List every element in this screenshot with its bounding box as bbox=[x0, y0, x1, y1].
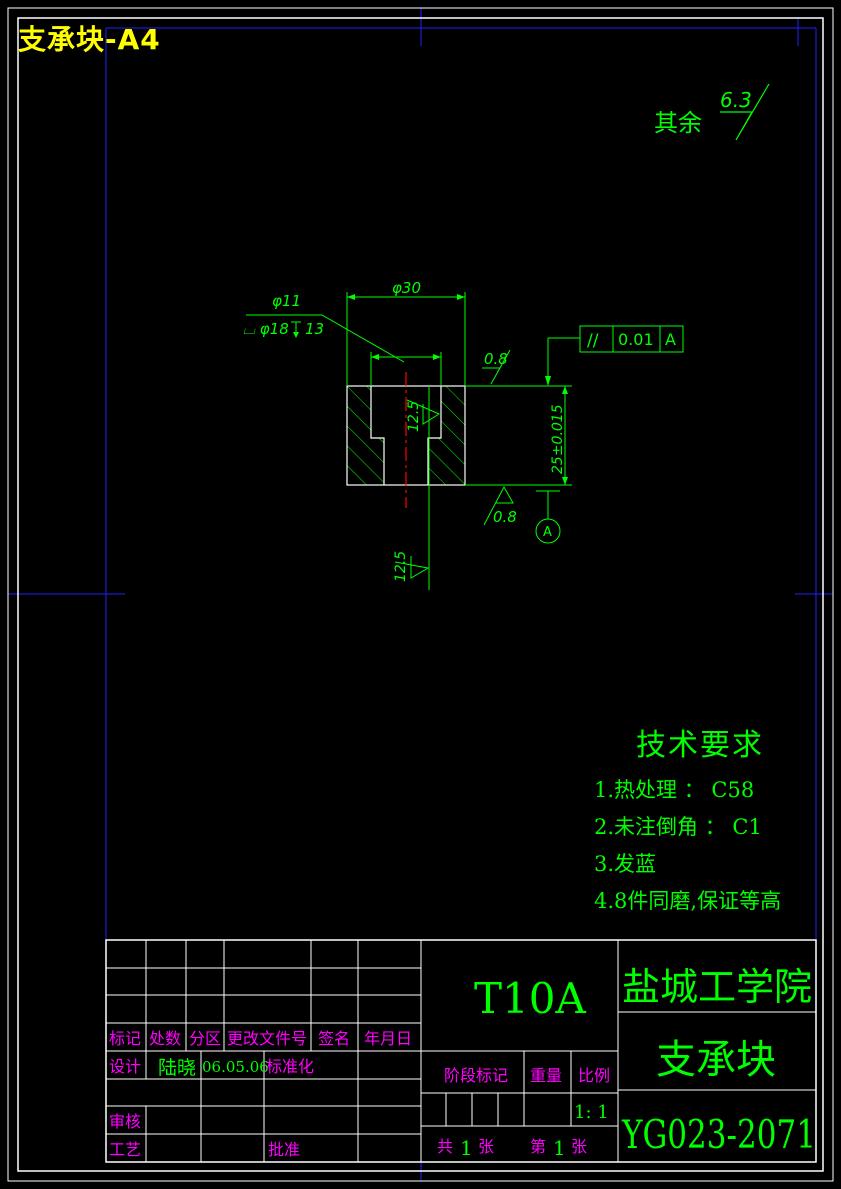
header-change-doc: 更改文件号 bbox=[227, 1029, 307, 1048]
part-section-view: φ30 φ11 ⌴ φ18 13 25±0.015 0.8 0.8 12.5 1… bbox=[243, 279, 684, 590]
header-count: 处数 bbox=[149, 1029, 181, 1048]
design-label: 设计 bbox=[109, 1057, 141, 1076]
sheet-no-suffix: 张 bbox=[571, 1137, 587, 1156]
title-block-text: 标记 处数 分区 更改文件号 签名 年月日 设计 陆晓 06.05.06 标准化… bbox=[109, 965, 816, 1160]
scale-label: 比例 bbox=[578, 1066, 610, 1085]
sheet-no: 1 bbox=[553, 1136, 566, 1160]
header-mark: 标记 bbox=[109, 1029, 141, 1048]
design-date: 06.05.06 bbox=[202, 1058, 269, 1076]
sheets-total: 1 bbox=[460, 1136, 473, 1160]
sheet-title: 支承块-A4 bbox=[18, 23, 161, 56]
material: T10A bbox=[474, 974, 586, 1023]
roughness-bottom: 0.8 bbox=[493, 508, 517, 526]
weight-label: 重量 bbox=[530, 1066, 562, 1085]
dim-height: 25±0.015 bbox=[550, 404, 566, 474]
tolerance-datum: A bbox=[665, 330, 676, 349]
datum-label: A bbox=[543, 525, 552, 540]
tolerance-value: 0.01 bbox=[618, 330, 654, 349]
sheets-total-prefix: 共 bbox=[437, 1137, 453, 1156]
requirement-item: 2.未注倒角 ： C1 bbox=[594, 815, 762, 839]
title-block bbox=[105, 939, 817, 1163]
general-roughness-label: 其余 bbox=[654, 109, 702, 137]
technical-requirements-title: 技术要求 bbox=[636, 728, 764, 763]
inner-border bbox=[17, 17, 824, 1172]
dim-hole-diameter: φ11 bbox=[272, 292, 301, 310]
roughness-top: 0.8 bbox=[484, 350, 508, 368]
general-roughness-value: 6.3 bbox=[720, 88, 752, 112]
sheets-total-suffix: 张 bbox=[478, 1137, 494, 1156]
header-date: 年月日 bbox=[364, 1029, 412, 1048]
standardization-label: 标准化 bbox=[266, 1057, 314, 1076]
roughness-side: 12.5 bbox=[393, 551, 409, 582]
header-zone: 分区 bbox=[189, 1029, 221, 1048]
dim-counterbore: ⌴ φ18 bbox=[243, 320, 289, 338]
dim-counterbore-depth: 13 bbox=[305, 320, 324, 338]
outer-border bbox=[7, 7, 834, 1182]
header-signature: 签名 bbox=[318, 1029, 350, 1048]
approve-label: 批准 bbox=[268, 1140, 300, 1159]
process-label: 工艺 bbox=[109, 1140, 141, 1159]
stage-label: 阶段标记 bbox=[444, 1066, 508, 1085]
general-roughness: 其余 6.3 bbox=[654, 83, 770, 141]
parallelism-tolerance-frame: // 0.01 A bbox=[579, 325, 684, 353]
dim-outer-diameter: φ30 bbox=[392, 279, 421, 297]
technical-requirements: 技术要求 1.热处理 ： C58 2.未注倒角 ： C1 3.发蓝 4.8件同磨… bbox=[594, 720, 781, 920]
roughness-bore: 12.5 bbox=[406, 401, 422, 432]
review-label: 审核 bbox=[109, 1112, 141, 1131]
requirement-item: 4.8件同磨,保证等高 bbox=[594, 889, 782, 913]
part-name: 支承块 bbox=[656, 1037, 776, 1083]
scale-value: 1: 1 bbox=[574, 1102, 609, 1123]
parallel-icon: // bbox=[587, 331, 599, 351]
sheet-no-prefix: 第 bbox=[530, 1137, 546, 1156]
requirement-item: 1.热处理 ： C58 bbox=[594, 778, 755, 802]
school-name: 盐城工学院 bbox=[622, 965, 812, 1009]
drawing-number: YG023-2071 bbox=[621, 1113, 816, 1158]
requirement-item: 3.发蓝 bbox=[594, 852, 657, 876]
designer-name: 陆晓 bbox=[158, 1057, 196, 1079]
